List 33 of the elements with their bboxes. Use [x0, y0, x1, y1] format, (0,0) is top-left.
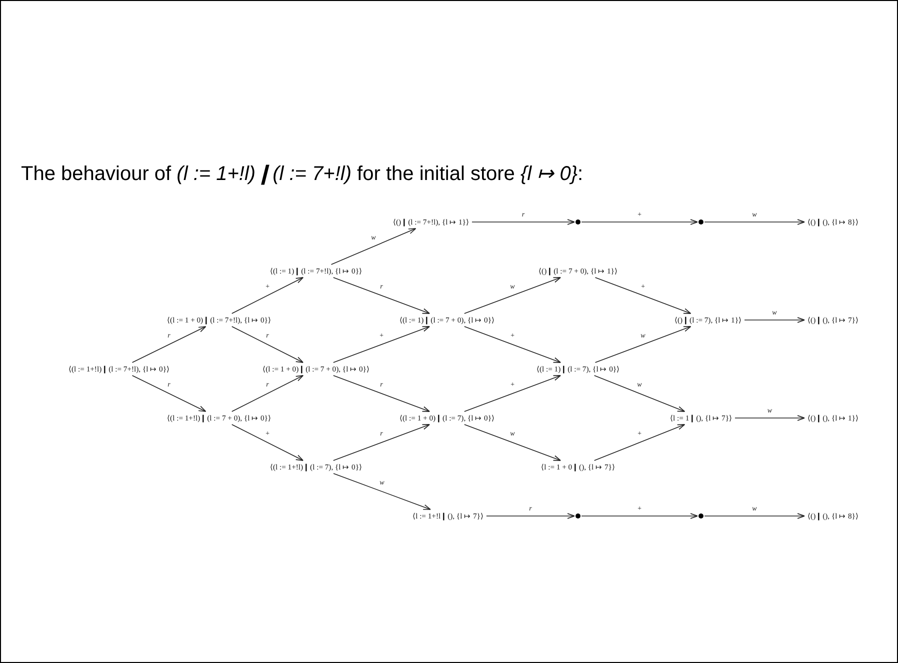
- transition-arrow: [594, 326, 692, 363]
- transition-arrow: [594, 277, 692, 314]
- state-dot: [576, 220, 580, 224]
- transition-arrow: [332, 424, 430, 461]
- transition-arrow: [332, 326, 430, 363]
- state-dot: [576, 514, 580, 518]
- transition-arrow: [704, 219, 805, 225]
- transition-arrow: [464, 424, 562, 461]
- transition-arrow: [132, 375, 206, 412]
- transition-arrow: [333, 473, 431, 510]
- transition-arrow: [231, 424, 304, 461]
- transition-arrow: [594, 424, 686, 461]
- transition-arrow: [464, 375, 562, 412]
- transition-arrow: [332, 277, 430, 314]
- transition-arrow: [231, 326, 304, 363]
- transition-arrow: [734, 415, 805, 421]
- transition-arrow: [472, 219, 575, 225]
- transition-arrow: [231, 375, 304, 412]
- transition-arrow: [330, 228, 416, 265]
- transition-arrow: [464, 277, 562, 314]
- transition-arrow: [231, 277, 304, 314]
- slide-title: The behaviour of (l := 1+!l)❙(l := 7+!l) for the initial store {l ↦ 0}:: [21, 162, 584, 186]
- transition-arrow: [704, 513, 805, 519]
- transition-arrow: [594, 375, 686, 412]
- transition-arrow: [581, 513, 698, 519]
- transition-arrow: [332, 375, 430, 412]
- transition-arrow: [464, 326, 562, 363]
- transition-arrow: [581, 219, 698, 225]
- state-dot: [698, 514, 704, 518]
- state-dot: [698, 220, 704, 224]
- transition-arrow: [486, 513, 575, 519]
- transition-arrow: [744, 317, 805, 323]
- transition-arrow: [132, 326, 206, 363]
